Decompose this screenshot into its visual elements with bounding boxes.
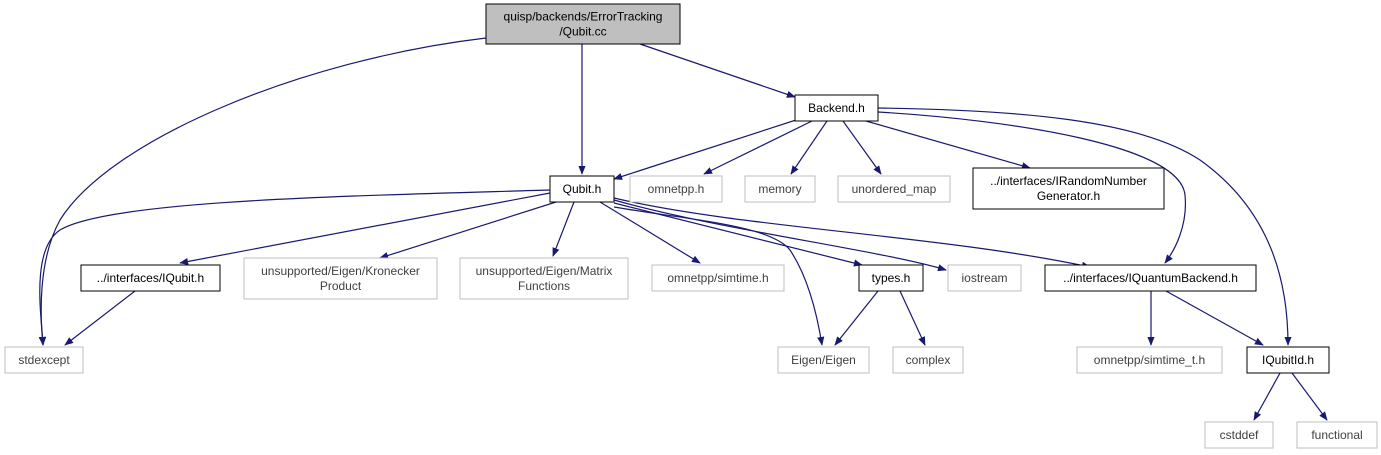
node-box <box>972 167 1165 210</box>
node-box <box>485 3 681 45</box>
node-eigen: Eigen/Eigen <box>777 346 870 374</box>
node-qubit-h[interactable]: Qubit.h <box>549 175 615 203</box>
node-label: unordered_map <box>852 182 937 196</box>
node-qubit-cc[interactable]: quisp/backends/ErrorTracking/Qubit.cc <box>485 3 681 45</box>
node-box <box>744 175 816 203</box>
edge-backend_h-to-iqubitid <box>877 107 1292 346</box>
node-box <box>629 175 723 203</box>
edge-iquantum-to-iqubitid <box>1165 290 1264 346</box>
node-iqubitid[interactable]: IQubitId.h <box>1246 346 1330 374</box>
edge-qubit_h-to-kronecker <box>379 201 557 259</box>
node-functional: functional <box>1296 421 1378 449</box>
node-label: unsupported/Eigen/Kronecker <box>261 264 420 278</box>
node-box <box>777 346 870 374</box>
node-box <box>80 264 221 292</box>
edge-backend_h-to-iquantum <box>877 111 1187 264</box>
node-label: ../interfaces/IQubit.h <box>97 271 204 285</box>
edge-iqubitid-to-functional <box>1291 372 1328 421</box>
node-box <box>794 94 879 122</box>
node-label: iostream <box>961 271 1007 285</box>
node-box <box>837 175 951 203</box>
node-box <box>947 264 1022 292</box>
node-simtime-t: omnetpp/simtime_t.h <box>1076 346 1223 374</box>
edge-qubit_h-to-iquantum <box>613 197 1091 269</box>
node-simtime-h: omnetpp/simtime.h <box>651 264 785 292</box>
node-unordered-map: unordered_map <box>837 175 951 203</box>
edge-qubit_cc-to-backend_h <box>639 43 796 98</box>
node-label: cstddef <box>1220 428 1259 442</box>
node-label: ../interfaces/IRandomNumber <box>990 174 1147 188</box>
node-box <box>651 264 785 292</box>
node-box <box>1246 346 1330 374</box>
edge-qubit_h-to-simtime_h <box>599 201 701 264</box>
edge-qubit_h-to-stdexcept <box>39 189 551 346</box>
node-box <box>1296 421 1378 449</box>
node-label: omnetpp/simtime.h <box>667 271 768 285</box>
edge-iqubitid-to-cstddef <box>1253 372 1281 421</box>
node-iquantum[interactable]: ../interfaces/IQuantumBackend.h <box>1044 264 1257 292</box>
node-box <box>1044 264 1257 292</box>
node-label: omnetpp/simtime_t.h <box>1094 353 1205 367</box>
node-label: types.h <box>872 271 911 285</box>
edge-qubit_h-to-iqubit_h <box>179 192 551 266</box>
node-box <box>858 264 924 292</box>
node-iqubit-h[interactable]: ../interfaces/IQubit.h <box>80 264 221 292</box>
edge-backend_h-to-qubit_h <box>613 119 797 180</box>
node-label: stdexcept <box>18 353 70 367</box>
node-types-h[interactable]: types.h <box>858 264 924 292</box>
node-label: Backend.h <box>808 101 865 115</box>
node-label: functional <box>1311 428 1362 442</box>
node-label: omnetpp.h <box>648 182 705 196</box>
edge-qubit_cc-to-stdexcept <box>38 37 487 346</box>
edge-qubit_h-to-eigen <box>613 206 825 346</box>
node-label: Qubit.h <box>563 182 602 196</box>
node-label: complex <box>906 353 951 367</box>
edge-qubit_h-to-iostream <box>613 199 947 272</box>
node-complex: complex <box>892 346 964 374</box>
node-box <box>459 257 629 300</box>
node-memory: memory <box>744 175 816 203</box>
node-label: unsupported/Eigen/Matrix <box>476 264 613 278</box>
node-box <box>1076 346 1223 374</box>
edge-backend_h-to-irandom <box>865 120 1031 170</box>
edge-qubit_h-to-matrix_fn <box>552 201 575 257</box>
node-box <box>1204 421 1274 449</box>
node-label: Generator.h <box>1037 189 1100 203</box>
node-label: IQubitId.h <box>1262 353 1314 367</box>
node-iostream: iostream <box>947 264 1022 292</box>
node-cstddef: cstddef <box>1204 421 1274 449</box>
edge-backend_h-to-omnetpp_h <box>703 120 813 175</box>
node-label: memory <box>758 182 801 196</box>
edge-backend_h-to-memory <box>790 120 828 175</box>
node-backend-h[interactable]: Backend.h <box>794 94 879 122</box>
node-label: ../interfaces/IQuantumBackend.h <box>1063 271 1238 285</box>
edge-backend_h-to-unordered_map <box>842 120 882 175</box>
edge-iqubit_h-to-stdexcept <box>64 290 136 346</box>
node-box <box>892 346 964 374</box>
node-box <box>243 257 438 300</box>
node-omnetpp-h: omnetpp.h <box>629 175 723 203</box>
node-stdexcept: stdexcept <box>4 346 84 374</box>
edge-types_h-to-eigen <box>834 290 879 346</box>
edge-types_h-to-complex <box>899 290 926 346</box>
node-label: quisp/backends/ErrorTracking <box>504 10 663 24</box>
node-box <box>549 175 615 203</box>
node-label: /Qubit.cc <box>559 25 606 39</box>
node-label: Functions <box>518 279 570 293</box>
node-box <box>4 346 84 374</box>
node-label: Product <box>320 279 362 293</box>
node-label: Eigen/Eigen <box>791 353 856 367</box>
